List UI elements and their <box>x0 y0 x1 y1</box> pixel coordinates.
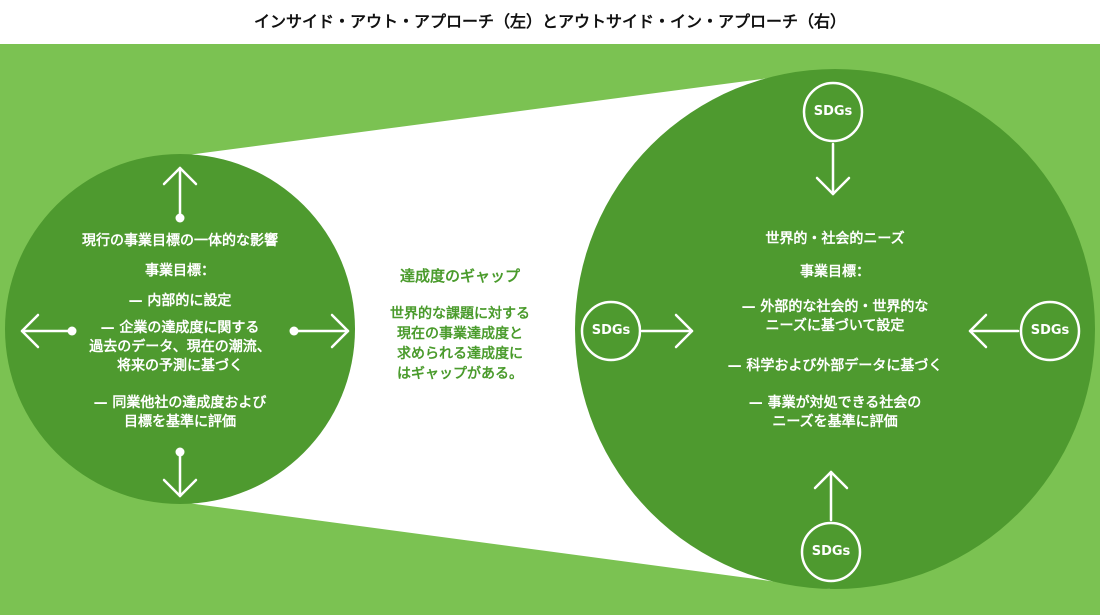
sdgs-label-right: SDGs <box>1030 323 1070 338</box>
outside-in-heading: 世界的・社会的ニーズ <box>765 231 905 247</box>
inside-out-item-internal: — 内部的に設定 <box>128 293 232 309</box>
arrow-left-dot <box>67 326 77 336</box>
outside-in-item-society: — 事業が対処できる社会の ニーズを基準に評価 <box>748 395 922 430</box>
sdgs-label-top: SDGs <box>813 104 853 119</box>
sdgs-badge-left <box>580 300 642 362</box>
arrow-left-icon <box>20 313 72 349</box>
outside-in-item-external: — 外部的な社会的・世界的な ニーズに基づいて設定 <box>741 299 929 334</box>
outside-in-circle <box>575 69 1095 589</box>
arrow-down-dot <box>175 447 185 457</box>
arrow-up-icon <box>162 166 198 218</box>
sdgs-label-bottom: SDGs <box>811 544 851 559</box>
diagram-panel: 現行の事業目標の一体的な影響 事業目標： — 内部的に設定 — 企業の達成度に関… <box>0 44 1100 615</box>
sdgs-label-left: SDGs <box>591 323 631 338</box>
arrow-up-dot <box>175 213 185 223</box>
arrow-down-icon <box>162 452 198 498</box>
inside-out-subheading: 事業目標： <box>145 263 215 279</box>
sdgs-arrow-left-icon <box>968 313 1020 349</box>
sdgs-arrow-down-icon <box>815 142 851 196</box>
sdgs-arrow-right-icon <box>640 313 694 349</box>
arrow-right-dot <box>289 326 299 336</box>
sdgs-badge-top <box>802 81 864 143</box>
sdgs-arrow-up-icon <box>813 470 849 522</box>
diagram-graphics <box>0 44 1100 615</box>
outside-in-subheading: 事業目標： <box>800 264 870 280</box>
outside-in-item-science: — 科学および外部データに基づく <box>727 358 943 374</box>
inside-out-item-peers: — 同業他社の達成度および 目標を基準に評価 <box>93 395 267 430</box>
inside-out-item-data: — 企業の達成度に関する 過去のデータ、現在の潮流、 将来の予測に基づく <box>89 320 271 374</box>
sdgs-badge-bottom <box>800 521 862 583</box>
arrow-right-icon <box>294 313 350 349</box>
inside-out-heading: 現行の事業目標の一体的な影響 <box>82 233 278 249</box>
gap-description: 世界的な課題に対する 現在の事業達成度と 求められる達成度に はギャップがある。 <box>390 306 530 382</box>
sdgs-badges <box>580 81 1081 583</box>
gap-title: 達成度のギャップ <box>399 267 520 285</box>
inside-out-circle <box>5 154 355 504</box>
sdgs-badge-right <box>1019 300 1081 362</box>
diagram-title: インサイド・アウト・アプローチ（左）とアウトサイド・イン・アプローチ（右） <box>253 12 846 31</box>
